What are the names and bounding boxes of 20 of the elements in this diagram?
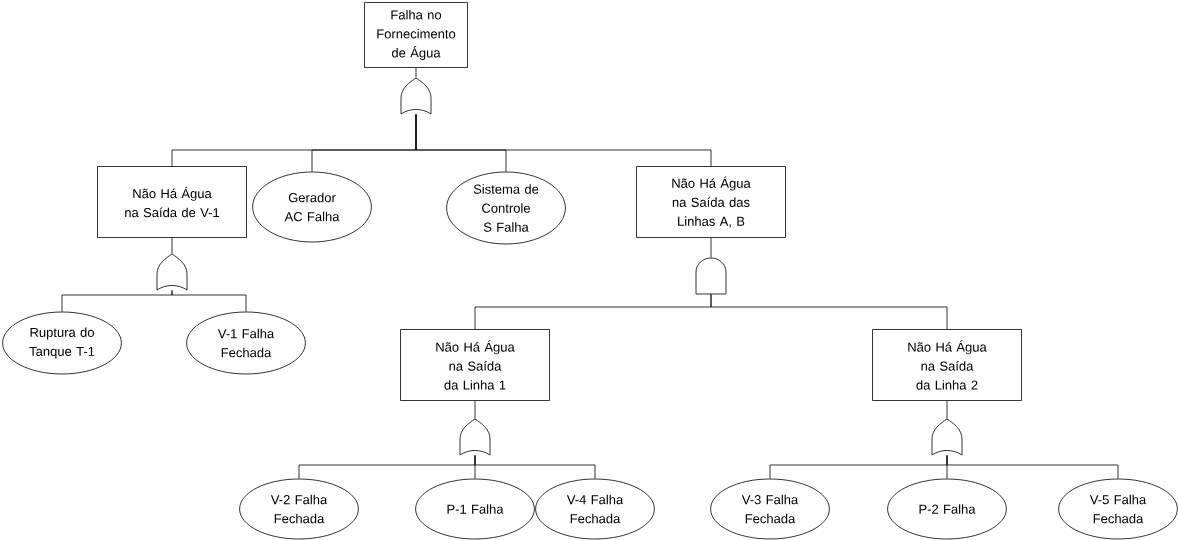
connector-line	[415, 67, 417, 78]
or-gate	[459, 418, 491, 456]
or-gate	[156, 253, 188, 291]
event-box: Não Há Água na Saída das Linhas A, B	[636, 166, 786, 238]
connector-line	[474, 455, 596, 479]
connector-line	[946, 455, 1119, 479]
connector-line	[946, 400, 948, 419]
and-gate	[695, 257, 727, 295]
connector-line	[171, 290, 247, 312]
event-box: Não Há Água na Saída da Linha 1	[400, 329, 550, 401]
event-box: Falha no Fornecimento de Água	[364, 2, 468, 68]
connector-line	[474, 400, 476, 419]
connector-line	[710, 294, 948, 330]
connector-line	[415, 114, 712, 167]
connector-line	[710, 237, 712, 258]
connector-line	[171, 237, 173, 254]
or-gate	[931, 418, 963, 456]
or-gate	[400, 77, 432, 115]
event-box: Não Há Água na Saída de V-1	[97, 166, 247, 238]
event-box: Não Há Água na Saída da Linha 2	[872, 329, 1022, 401]
